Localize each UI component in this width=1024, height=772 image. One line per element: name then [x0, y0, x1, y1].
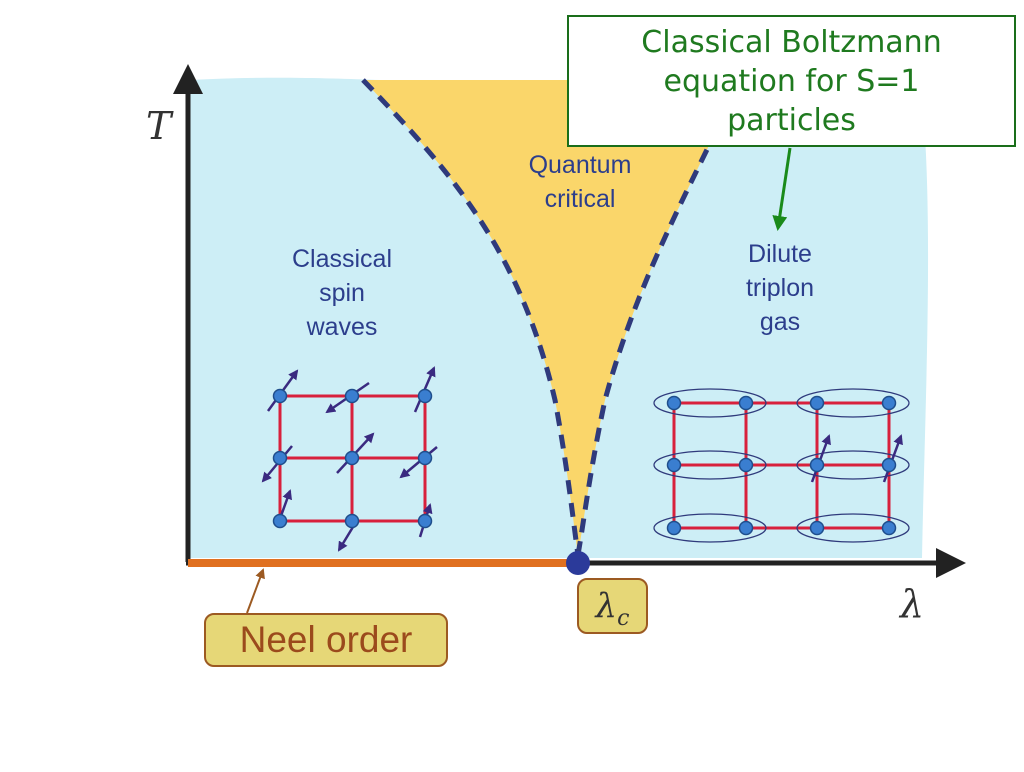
callout-pointer-arrow [772, 147, 792, 231]
dilute-triplon-gas-label: Dilute triplon gas [745, 240, 815, 336]
lambda-axis-label: λ [900, 582, 925, 626]
quantum-critical-region [363, 80, 740, 555]
t-axis-label: T [146, 104, 172, 148]
neel-order-tag: Neel order [204, 613, 448, 667]
boltzmann-callout-box: Classical Boltzmann equation for S=1 par… [567, 15, 1016, 147]
neel-pointer-arrow [246, 568, 265, 614]
right-crossover-line [575, 78, 743, 556]
critical-point-tag: λc [577, 578, 648, 634]
triplon-spin-sites [666, 395, 897, 536]
left-crossover-line [361, 78, 581, 556]
classical-spin-sites [272, 388, 433, 529]
critical-point [566, 551, 590, 575]
quantum-critical-label: Quantum critical [528, 151, 632, 213]
classical-spin-waves-label: Classical spin waves [291, 245, 393, 341]
dimer-ellipses [653, 388, 910, 543]
